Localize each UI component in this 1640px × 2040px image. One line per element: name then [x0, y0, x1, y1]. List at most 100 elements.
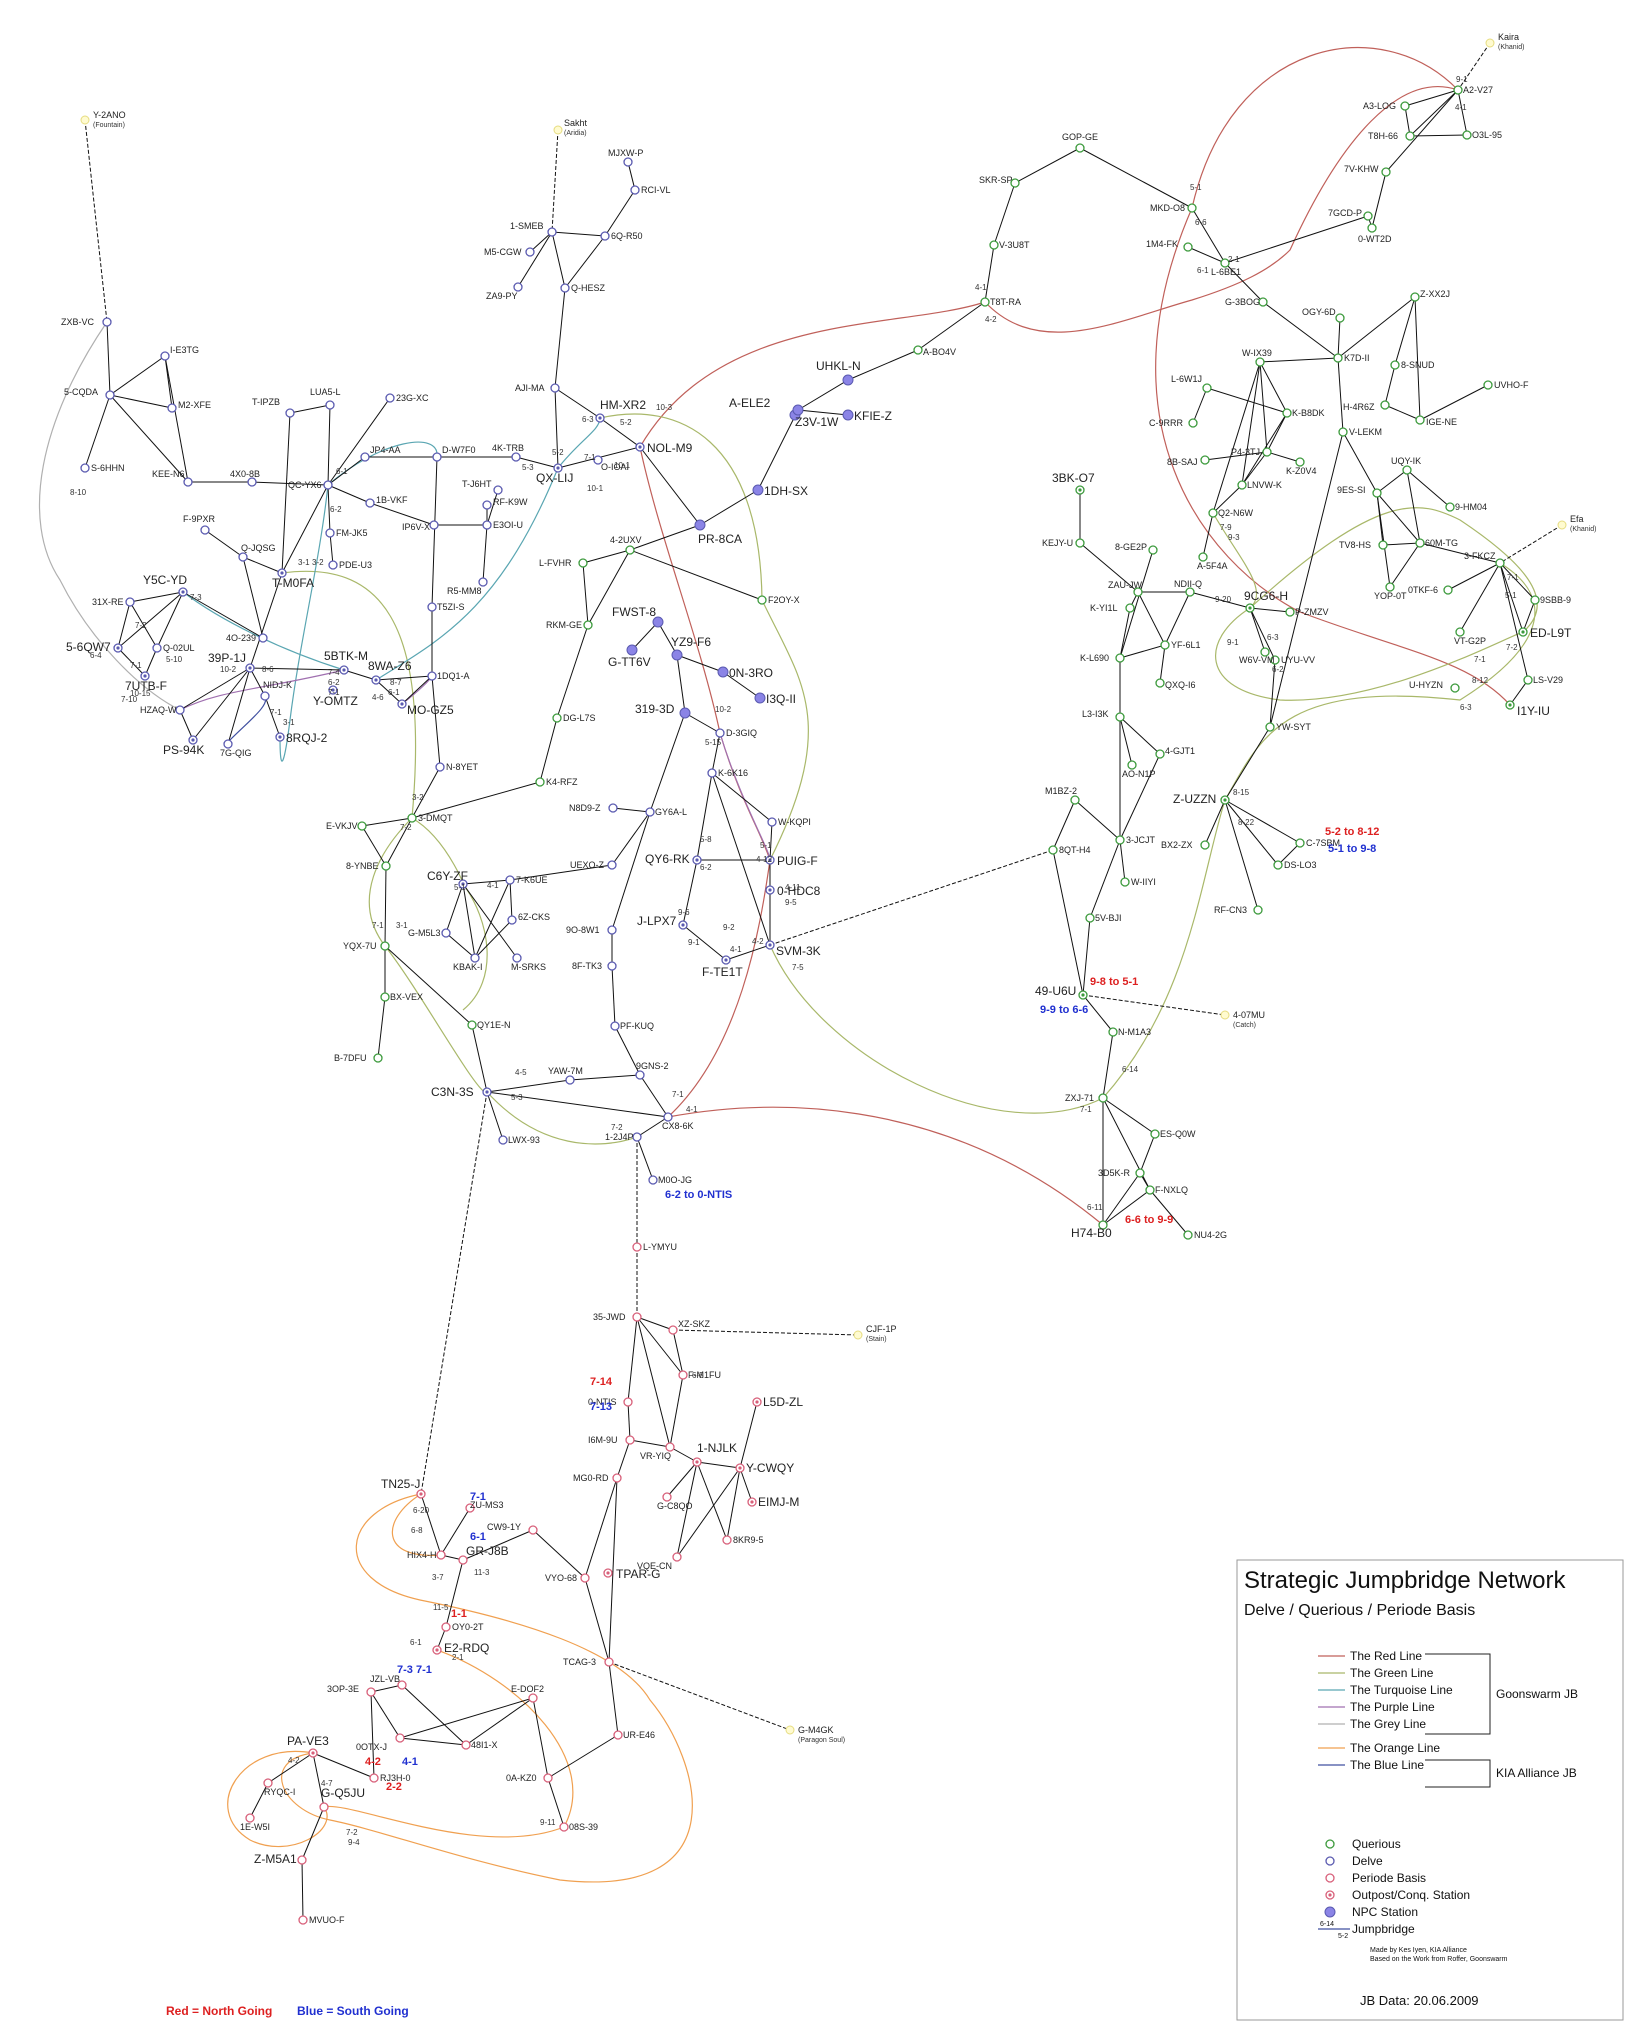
system-t-j6ht[interactable]: [493, 485, 503, 495]
system-e-vkjv[interactable]: [357, 821, 367, 831]
system-uqy-ik[interactable]: [1402, 465, 1412, 475]
system-es-q0w[interactable]: [1150, 1129, 1160, 1139]
system-m-srks[interactable]: [512, 953, 522, 963]
system-r5-mm8[interactable]: [478, 577, 488, 587]
system-rf-cn3[interactable]: [1253, 905, 1263, 915]
system-yaw-7m[interactable]: [565, 1075, 575, 1085]
system-oy0-2t[interactable]: [441, 1622, 451, 1632]
system-d-3giq[interactable]: [715, 728, 725, 738]
system-qc-yx6[interactable]: [323, 480, 333, 490]
system-jzl-vb[interactable]: [397, 1680, 407, 1690]
system-k-z0v4[interactable]: [1295, 457, 1305, 467]
system-7gcd-p[interactable]: [1363, 211, 1373, 221]
system-k-6k16[interactable]: [707, 768, 717, 778]
system-a3-log[interactable]: [1400, 101, 1410, 111]
system-ls-v29[interactable]: [1523, 675, 1533, 685]
system-hzaq-w[interactable]: [175, 705, 185, 715]
system-yz9-f6[interactable]: [671, 649, 683, 661]
system-k-yi1l[interactable]: [1125, 603, 1135, 613]
system-08s-39[interactable]: [559, 1822, 569, 1832]
system-fm-jk5[interactable]: [325, 528, 335, 538]
system-k7d-ii[interactable]: [1333, 353, 1343, 363]
system-9-hm04[interactable]: [1445, 502, 1455, 512]
system-8kr9-5[interactable]: [722, 1535, 732, 1545]
system-ps-94k[interactable]: [188, 735, 198, 745]
system-m1bz-2[interactable]: [1070, 795, 1080, 805]
system-jp4-aa[interactable]: [360, 452, 370, 462]
system-gop-ge[interactable]: [1075, 143, 1085, 153]
system-t8h-66[interactable]: [1405, 131, 1415, 141]
system-4o-239[interactable]: [258, 633, 268, 643]
system-e-dof2[interactable]: [528, 1693, 538, 1703]
system-h74-b0[interactable]: [1098, 1220, 1108, 1230]
system-l5d-zl[interactable]: [752, 1397, 762, 1407]
system-1-smeb[interactable]: [547, 227, 557, 237]
system-c6y-zf[interactable]: [458, 879, 468, 889]
system-efa[interactable]: [1557, 520, 1567, 530]
system-zxj-71[interactable]: [1098, 1093, 1108, 1103]
system-q-jqsg[interactable]: [238, 552, 248, 562]
system-9sbb-9[interactable]: [1530, 595, 1540, 605]
system-3-jcjt[interactable]: [1115, 835, 1125, 845]
system-3d5k-r[interactable]: [1135, 1168, 1145, 1178]
system-q-02ul[interactable]: [152, 643, 162, 653]
system-q-hesz[interactable]: [560, 283, 570, 293]
system-0tkf-6[interactable]: [1443, 585, 1453, 595]
system-60m-tg[interactable]: [1415, 538, 1425, 548]
system-1b-vkf[interactable]: [365, 498, 375, 508]
system-i1y-iu[interactable]: [1505, 700, 1515, 710]
system-ur-e46[interactable]: [613, 1730, 623, 1740]
system-z-xx2j[interactable]: [1410, 292, 1420, 302]
system-h-4r6z[interactable]: [1380, 400, 1390, 410]
system-i3q-ii[interactable]: [754, 692, 766, 704]
system-ogy-6d[interactable]: [1335, 313, 1345, 323]
system-ige-ne[interactable]: [1415, 415, 1425, 425]
system-z3v-1w[interactable]: [792, 404, 804, 416]
system-skr-sp[interactable]: [1010, 178, 1020, 188]
system-i-e3tg[interactable]: [160, 351, 170, 361]
system-mg0-rd[interactable]: [612, 1473, 622, 1483]
system-qy6-rk[interactable]: [692, 855, 702, 865]
system-3bk-o7[interactable]: [1075, 485, 1085, 495]
system-t-ipzb[interactable]: [285, 408, 295, 418]
system-1e-w5i[interactable]: [245, 1813, 255, 1823]
system-cw9-1y[interactable]: [528, 1525, 538, 1535]
system-gr-j8b[interactable]: [458, 1555, 468, 1565]
system-ndii-q[interactable]: [1185, 587, 1195, 597]
system-vyo-68[interactable]: [580, 1573, 590, 1583]
system-gy6a-l[interactable]: [645, 807, 655, 817]
system-1-2j4p[interactable]: [632, 1132, 642, 1142]
system-bx-vex[interactable]: [380, 992, 390, 1002]
system-qxq-i6[interactable]: [1155, 678, 1165, 688]
system-kaira[interactable]: [1485, 38, 1495, 48]
system-zxb-vc[interactable]: [102, 317, 112, 327]
system-v-3u8t[interactable]: [989, 240, 999, 250]
system-pa-ve3[interactable]: [308, 1748, 318, 1758]
system-yw-syt[interactable]: [1265, 722, 1275, 732]
system-35-jwd[interactable]: [632, 1312, 642, 1322]
system-n-8yet[interactable]: [435, 762, 445, 772]
system-yf-6l1[interactable]: [1160, 640, 1170, 650]
system-ip6v-x[interactable]: [429, 520, 439, 530]
system-uexo-z[interactable]: [607, 860, 617, 870]
system-8f-tk3[interactable]: [607, 961, 617, 971]
system-g-3bog[interactable]: [1258, 297, 1268, 307]
system-t5zi-s[interactable]: [427, 602, 437, 612]
system-1dq1-a[interactable]: [427, 671, 437, 681]
system-e2-rdq[interactable]: [432, 1645, 442, 1655]
system-eimj-m[interactable]: [747, 1497, 757, 1507]
system-k-l690[interactable]: [1115, 653, 1125, 663]
system-23g-xc[interactable]: [385, 393, 395, 403]
system-qx-lij[interactable]: [553, 463, 563, 473]
system-5btk-m[interactable]: [339, 665, 349, 675]
system-kejy-u[interactable]: [1075, 538, 1085, 548]
system-3-fkcz[interactable]: [1495, 558, 1505, 568]
system-u-hyzn[interactable]: [1450, 683, 1460, 693]
system-uvho-f[interactable]: [1483, 380, 1493, 390]
system-y-2ano[interactable]: [80, 115, 90, 125]
system-g-m4gk[interactable]: [785, 1725, 795, 1735]
system-w6v-vm[interactable]: [1260, 647, 1270, 657]
system-za9-py[interactable]: [513, 282, 523, 292]
system-k4-rfz[interactable]: [535, 777, 545, 787]
system-3op-3e[interactable]: [366, 1687, 376, 1697]
